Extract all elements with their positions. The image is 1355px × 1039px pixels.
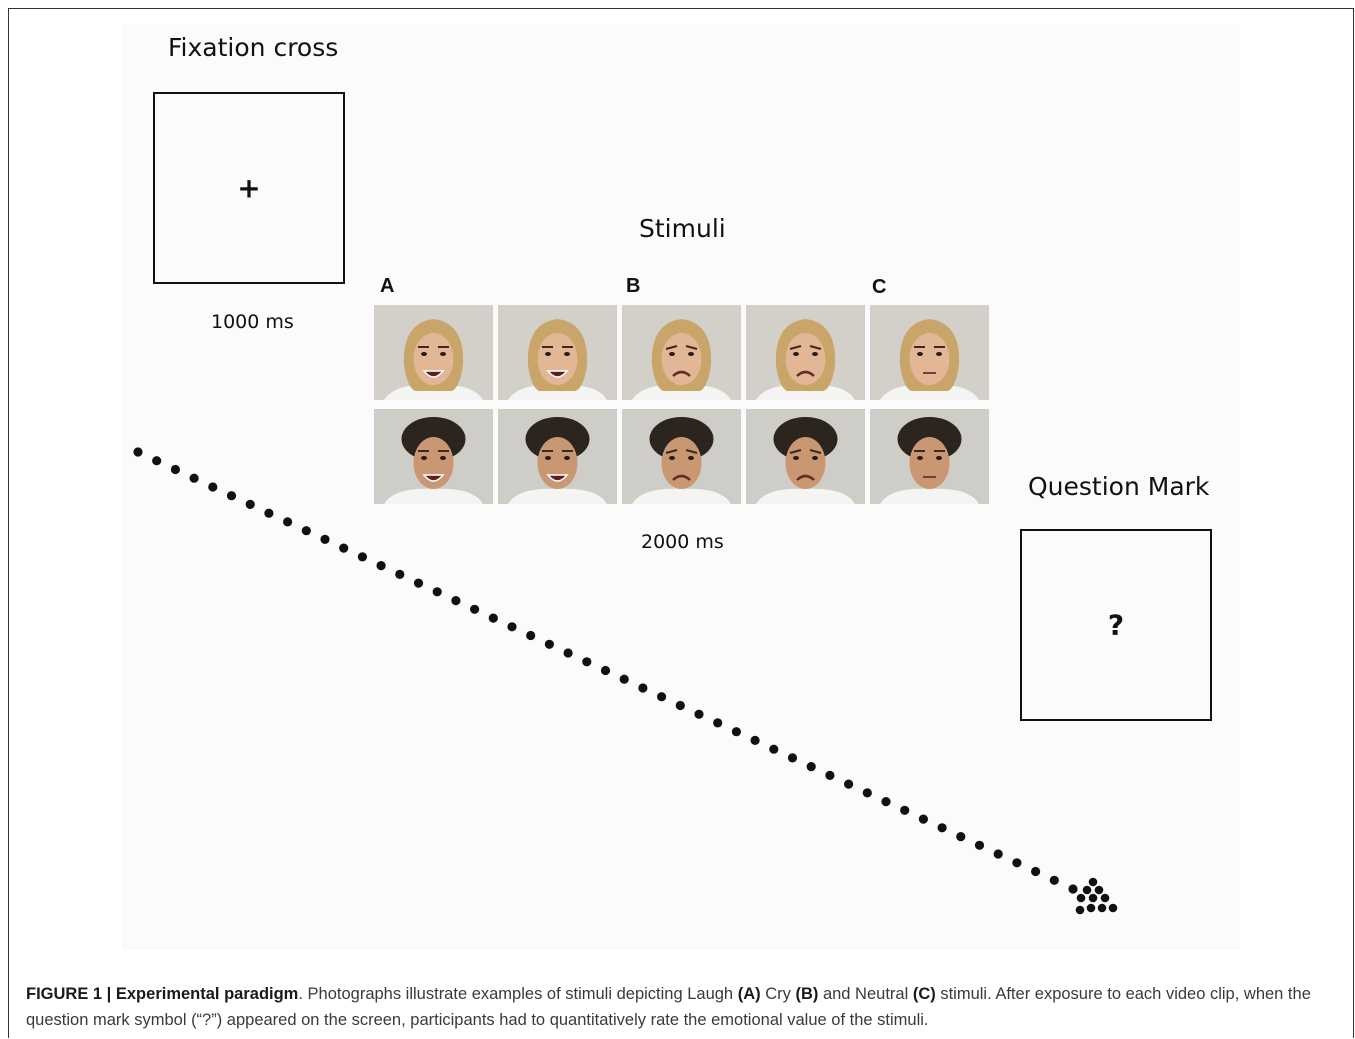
caption-text-2: Cry — [760, 985, 796, 1003]
timeline-dot — [488, 613, 498, 623]
timeline-arrowhead-dot — [1094, 885, 1104, 895]
fixation-title: Fixation cross — [168, 33, 339, 62]
timeline-arrowhead-dot — [1108, 903, 1118, 913]
timeline-dot — [900, 805, 910, 815]
fixation-cross-symbol: + — [237, 171, 261, 205]
timeline-arrowhead-dot — [1097, 903, 1107, 913]
timeline-dot — [264, 508, 274, 518]
timeline-dot — [619, 674, 629, 684]
stimulus-photo-female-laugh — [498, 305, 617, 400]
timeline-dot — [881, 797, 891, 807]
timeline-dot — [638, 683, 648, 693]
timeline-dot — [657, 692, 667, 702]
figure-frame — [8, 8, 1354, 1038]
timeline-dot — [283, 517, 293, 527]
timeline-dot — [301, 526, 311, 536]
timeline-dot — [600, 665, 611, 676]
timeline-dot — [806, 762, 816, 772]
caption-text-1: . Photographs illustrate examples of sti… — [298, 985, 738, 1003]
timeline-dot — [170, 464, 180, 475]
stimuli-label-a: A — [380, 275, 395, 297]
timeline-dot — [713, 718, 723, 728]
timeline-dot — [133, 447, 143, 457]
timeline-dot — [507, 622, 517, 632]
timeline-dot — [582, 657, 592, 667]
timeline-dot — [395, 569, 405, 580]
timeline-arrowhead-dot — [1086, 903, 1096, 913]
stimulus-photo-male-cry — [622, 409, 741, 504]
stimuli-title: Stimuli — [639, 214, 726, 243]
stimulus-photo-female-cry — [622, 305, 741, 400]
timeline-dot — [675, 700, 685, 711]
timeline-dot — [825, 770, 835, 781]
timeline-dot — [339, 543, 349, 553]
timeline-dot — [413, 578, 424, 588]
timeline-dot — [1031, 866, 1041, 877]
timeline-dot — [694, 709, 704, 719]
figure-caption: FIGURE 1 | Experimental paradigm. Photog… — [26, 981, 1336, 1033]
timeline-dot — [189, 473, 199, 483]
timeline-dot — [769, 744, 779, 754]
timeline-dot — [245, 499, 255, 509]
timeline-dot — [152, 456, 162, 466]
timeline-dot — [731, 727, 742, 737]
timeline-dot — [750, 735, 760, 746]
caption-ref-b: (B) — [795, 985, 819, 1003]
timeline-dot — [226, 491, 237, 501]
timeline-dot — [844, 779, 854, 789]
timeline-arrowhead-dot — [1075, 905, 1085, 915]
timeline-dot — [526, 630, 536, 641]
timeline-dot — [432, 587, 442, 597]
stimulus-photo-male-laugh — [498, 409, 617, 504]
timeline-dot — [1068, 884, 1078, 894]
timeline-arrowhead-dot — [1100, 893, 1110, 903]
timeline-arrowhead-dot — [1082, 885, 1092, 895]
fixation-duration: 1000 ms — [211, 311, 294, 333]
timeline-dot — [320, 534, 330, 545]
caption-text-4: stimuli. After exposure to each video cl… — [26, 985, 1311, 1029]
timeline-dot — [918, 814, 929, 824]
caption-ref-c: (C) — [912, 985, 936, 1003]
caption-label: FIGURE 1 | Experimental paradigm — [26, 985, 299, 1003]
stimulus-photo-male-cry — [746, 409, 865, 504]
timeline-dot — [974, 840, 985, 850]
question-title: Question Mark — [1028, 472, 1210, 501]
caption-text-3: and Neutral — [818, 985, 913, 1003]
caption-ref-a: (A) — [737, 985, 761, 1003]
stimulus-photo-male-neutral — [870, 409, 989, 504]
stimulus-photo-male-laugh — [374, 409, 493, 504]
timeline-arrowhead-dot — [1076, 893, 1086, 903]
timeline-dot — [376, 561, 386, 571]
timeline-dot — [993, 849, 1003, 859]
stimuli-label-b: B — [626, 275, 641, 297]
fixation-box: + — [153, 92, 345, 284]
timeline-dot — [544, 639, 555, 649]
timeline-dot — [1012, 858, 1022, 868]
stimulus-photo-female-neutral — [870, 305, 989, 400]
timeline-dot — [563, 648, 573, 658]
timeline-dot — [357, 552, 367, 562]
timeline-dot — [451, 596, 461, 606]
timeline-dot — [937, 823, 947, 833]
question-mark-symbol: ? — [1107, 608, 1125, 642]
timeline-arrowhead-dot — [1088, 877, 1098, 887]
stimulus-photo-female-cry — [746, 305, 865, 400]
timeline-dot — [862, 788, 872, 798]
stimuli-label-c: C — [872, 276, 887, 298]
timeline-arrowhead-dot — [1088, 893, 1098, 903]
timeline-dot — [1049, 875, 1059, 885]
timeline-dot — [956, 832, 966, 842]
question-box: ? — [1020, 529, 1212, 721]
timeline-dot — [470, 604, 480, 614]
timeline-dot — [208, 482, 218, 492]
stimuli-duration: 2000 ms — [641, 531, 724, 553]
stimulus-photo-female-laugh — [374, 305, 493, 400]
timeline-dot — [787, 753, 798, 763]
